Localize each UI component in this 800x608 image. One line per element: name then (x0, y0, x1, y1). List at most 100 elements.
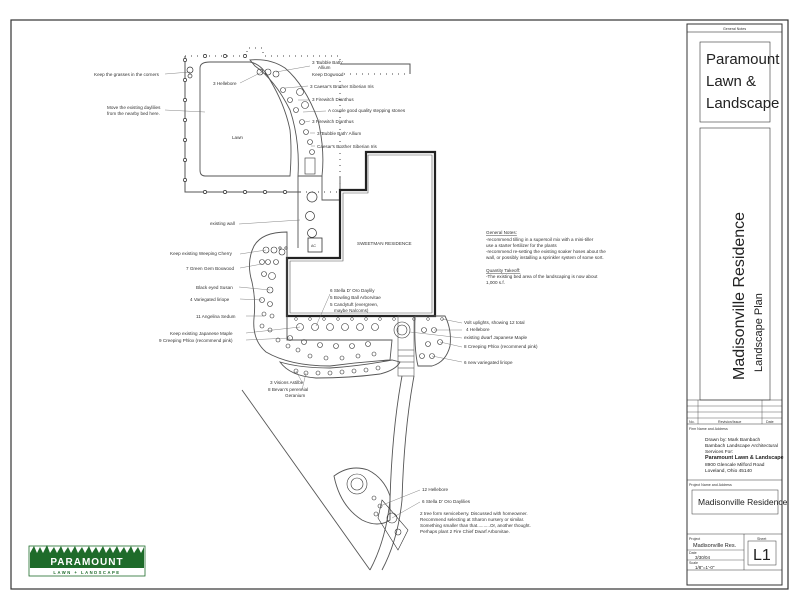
label-dogwood: Keep Dogwood (312, 72, 344, 77)
quantity-title: Quantity Takeoff: (486, 268, 520, 273)
label-allium-top-1: 3 'Bubble Bath' (312, 60, 343, 65)
front-steps (397, 315, 415, 377)
company-line-2: Lawn & (706, 73, 756, 90)
general-notes-header: General Notes (723, 27, 746, 31)
general-notes-line-4: wall, or possibly installing a sprinkler… (486, 255, 604, 260)
scale-label: Scale (689, 561, 698, 565)
upper-bed-plants (256, 68, 316, 175)
sheet-border (10, 19, 789, 590)
upper-planting-bed (249, 59, 324, 177)
label-dianthus-2: 3 Firewitch Dianthus (312, 119, 354, 124)
logo-subtitle: LAWN + LANDSCAPE (53, 570, 120, 575)
label-move-daylilies-2: from the nearby bed here. (107, 111, 160, 116)
scale-value: 1/8"=1'-0" (695, 565, 715, 570)
firm-line-2: Bambach Landscape Architectural (705, 443, 778, 449)
company-line-1: Paramount (706, 51, 780, 68)
note-bottom-4: Perhaps plant 2 Fire Chief Dwarf Arborvi… (420, 529, 510, 534)
ac-label: AC (311, 244, 316, 248)
firm-header: Firm Name and Address (689, 427, 728, 431)
leader-lines (164, 65, 463, 519)
left-front-bed (249, 231, 393, 367)
project-subtitle-vertical: Landscape Plan (753, 293, 765, 372)
firm-line-5: 8900 Glencale Milford Road (705, 462, 765, 468)
label-stones: A couple good quality stepping stones (328, 108, 406, 113)
label-iris-2: Caesar's Brother Siberian Iris (317, 144, 378, 149)
side-walkway (297, 176, 341, 248)
note-bottom-1: 2 tree form serviceberry. Discussed with… (420, 511, 528, 516)
label-iris-top: 3 Caesar's Brother Siberian Iris (310, 84, 374, 89)
label-dianthus-1: 3 Firewitch Dianthus (312, 97, 354, 102)
site-plan: Lawn AC SWEETMAN RESIDENCE (94, 47, 606, 571)
label-hellebore-right: 4 Hellebore (466, 327, 490, 332)
label-keep-grasses: Keep the grasses in the corners (94, 72, 160, 77)
label-arborvitae: 5 Bowling Ball Arborvitae (330, 295, 381, 300)
general-notes-line-1: -recommend tilling in a supersoil mix wi… (486, 237, 594, 242)
lawn-fence (184, 47, 411, 193)
project-value: Madisonville Res. (693, 543, 737, 549)
revision-header-issue: Revision/Issue (718, 420, 741, 424)
label-existing-wall: existing wall (210, 221, 235, 226)
title-block: General Notes Paramount Lawn & Landscape… (686, 23, 788, 586)
label-hellebore-bottom: 12 Hellebore (422, 487, 448, 492)
label-liriope-right: 6 new variegated liriope (464, 360, 513, 365)
label-candytuft-1: 5 Candytuft (evergreen, (330, 302, 378, 307)
note-bottom-2: Recommend selecting at Sharon nursery or… (420, 517, 524, 522)
label-boxwood: 7 Green Gem Boxwood (186, 266, 234, 271)
project-title-vertical: Madisonville Residence (731, 212, 748, 380)
label-dwarf-maple: existing dwarf Japanese Maple (464, 335, 528, 340)
firm-line-3: Services For: (705, 449, 733, 455)
revision-header-date: Date (766, 420, 774, 424)
company-line-3: Landscape (706, 95, 779, 112)
label-sedum: 11 Angelina Sedum (196, 314, 236, 319)
sheet-label: Sheet (757, 537, 766, 541)
label-astilbe: 3 Visions Astilbe (270, 380, 304, 385)
sheet-number: L1 (753, 547, 771, 564)
bottom-bed (333, 467, 391, 525)
ac-unit (307, 237, 323, 253)
label-geranium-1: 8 Bevan's perennial (268, 387, 308, 392)
paramount-logo: PARAMOUNT LAWN + LANDSCAPE (28, 545, 146, 577)
label-geranium-2: Geranium (285, 393, 305, 398)
lawn-label: Lawn (232, 135, 243, 140)
quantity-line-1: -The existing bed area of the landscapin… (486, 274, 598, 279)
lawn-fence-solid (184, 56, 411, 193)
label-keep-cherry: Keep existing Weeping Cherry (170, 251, 233, 256)
project-label: Project (689, 537, 700, 541)
logo-wordmark: PARAMOUNT (50, 557, 123, 568)
lower-bed (278, 359, 401, 379)
firm-line-6: Loveland, Ohio 45140 (705, 468, 752, 474)
quantity-line-2: 1,000 s.f. (486, 280, 505, 285)
label-liriope-left: 4 Variegated liriope (190, 297, 230, 302)
label-allium-top-2: Allium (318, 65, 331, 70)
general-notes-line-2: use a starter fertilizer for the plants (486, 243, 557, 248)
label-keep-maple: Keep existing Japanese Maple (170, 331, 233, 336)
date-value: 3/30/04 (695, 555, 711, 560)
label-daylilies-bottom: 6 Stella D' Oro Daylilies (422, 499, 471, 504)
general-notes-title: General Notes: (486, 230, 517, 235)
project-name-header: Project Name and Address (689, 483, 732, 487)
right-front-bed (414, 315, 451, 367)
label-candytuft-2: maybe Nalcoms) (334, 308, 369, 313)
label-allium-2: 3 'Bubble Bath' Allium (317, 131, 361, 136)
lawn-area (199, 61, 292, 177)
label-phlox-left: 9 Creeping Phlox (recommend pink) (159, 338, 233, 343)
label-black-eyed: Black eyed Susan (196, 285, 233, 290)
label-phlox-right: 8 Creeping Phlox (recommend pink) (464, 344, 538, 349)
front-bed-plants (287, 321, 411, 361)
label-hellebore-top: 3 Hellebore (213, 81, 237, 86)
house-label: SWEETMAN RESIDENCE (357, 241, 412, 246)
front-walkway (369, 375, 415, 571)
date-label: Date (689, 551, 697, 555)
label-daylily: 6 Stella D' Oro Daylily (330, 288, 375, 293)
left-bed-plants (259, 246, 301, 353)
firm-line-4: Paramount Lawn & Landscape (705, 455, 783, 461)
label-uplights: Volt uplights, showing 12 total (464, 320, 525, 325)
revision-header-no: No. (689, 420, 695, 424)
driveway-edge (241, 389, 371, 571)
firm-line-1: Drawn by: Mark Bambach (705, 437, 761, 443)
label-move-daylilies-1: Move the existing daylilies (107, 105, 161, 110)
note-bottom-3: Something smaller than that..........Or,… (420, 523, 531, 528)
project-name: Madisonville Residence (698, 497, 788, 507)
general-notes-line-3: -recommend re-setting the existing soake… (486, 249, 606, 254)
